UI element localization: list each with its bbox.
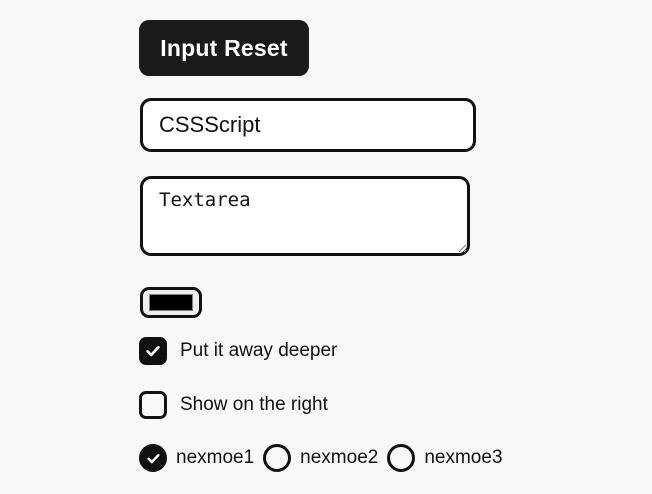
radio-item-nexmoe2[interactable]: nexmoe2 bbox=[263, 444, 378, 472]
checkbox-unchecked-icon[interactable] bbox=[139, 391, 167, 419]
radio-unchecked-icon[interactable] bbox=[387, 444, 416, 472]
radio-group: nexmoe1 nexmoe2 nexmoe3 bbox=[139, 444, 512, 472]
checkbox-checked-icon[interactable] bbox=[139, 337, 167, 365]
text-input[interactable] bbox=[140, 98, 476, 152]
input-reset-button[interactable]: Input Reset bbox=[139, 20, 309, 76]
radio-label: nexmoe3 bbox=[424, 447, 503, 468]
radio-unchecked-icon[interactable] bbox=[263, 444, 292, 472]
radio-checked-icon[interactable] bbox=[139, 444, 167, 472]
textarea-input[interactable]: Textarea bbox=[140, 176, 470, 256]
checkbox-label: Show on the right bbox=[180, 394, 328, 415]
radio-label: nexmoe1 bbox=[176, 447, 255, 468]
checkbox-label: Put it away deeper bbox=[180, 340, 338, 361]
checkbox-row-show-on-the-right[interactable]: Show on the right bbox=[139, 391, 328, 419]
color-swatch bbox=[149, 294, 193, 311]
radio-item-nexmoe3[interactable]: nexmoe3 bbox=[387, 444, 503, 472]
radio-label: nexmoe2 bbox=[300, 447, 379, 468]
checkbox-row-put-it-away-deeper[interactable]: Put it away deeper bbox=[139, 337, 337, 365]
color-picker-input[interactable] bbox=[140, 287, 202, 318]
radio-item-nexmoe1[interactable]: nexmoe1 bbox=[139, 444, 254, 472]
